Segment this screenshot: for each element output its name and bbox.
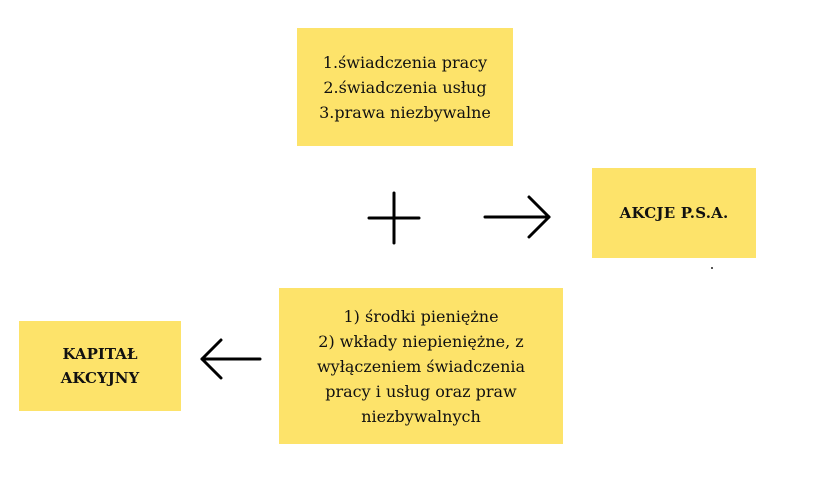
- contributions-line-4: pracy i usług oraz praw: [325, 381, 517, 401]
- share-capital-box: KAPITAŁ AKCYJNY: [19, 321, 181, 411]
- plus-icon: [367, 191, 421, 245]
- work-rights-line-2: 2.świadczenia usług: [323, 77, 487, 97]
- work-rights-line-1: 1.świadczenia pracy: [322, 52, 488, 72]
- share-capital-line-2: AKCYJNY: [60, 369, 140, 387]
- contributions-line-5: niezbywalnych: [361, 406, 481, 426]
- work-rights-line-3: 3.prawa niezbywalne: [319, 102, 491, 122]
- arrow-right-icon: [483, 195, 551, 239]
- contributions-line-1: 1) środki pieniężne: [343, 306, 499, 326]
- contributions-line-3: wyłączeniem świadczenia: [316, 356, 526, 376]
- stray-dot: [711, 267, 713, 269]
- contributions-box: 1) środki pieniężne 2) wkłady niepienięż…: [279, 288, 563, 444]
- shares-label: AKCJE P.S.A.: [619, 204, 729, 222]
- share-capital-line-1: KAPITAŁ: [62, 345, 138, 363]
- arrow-left-icon: [200, 338, 262, 380]
- work-rights-box: 1.świadczenia pracy 2.świadczenia usług …: [297, 28, 513, 146]
- shares-box: AKCJE P.S.A.: [592, 168, 756, 258]
- contributions-line-2: 2) wkłady niepieniężne, z: [318, 331, 524, 351]
